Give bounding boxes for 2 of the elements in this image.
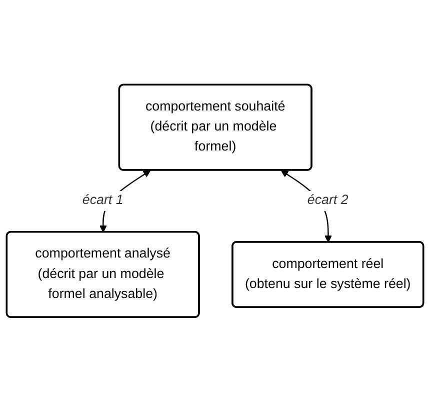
edge-label: écart 1 [82, 192, 124, 208]
edge-label: écart 2 [307, 192, 348, 208]
